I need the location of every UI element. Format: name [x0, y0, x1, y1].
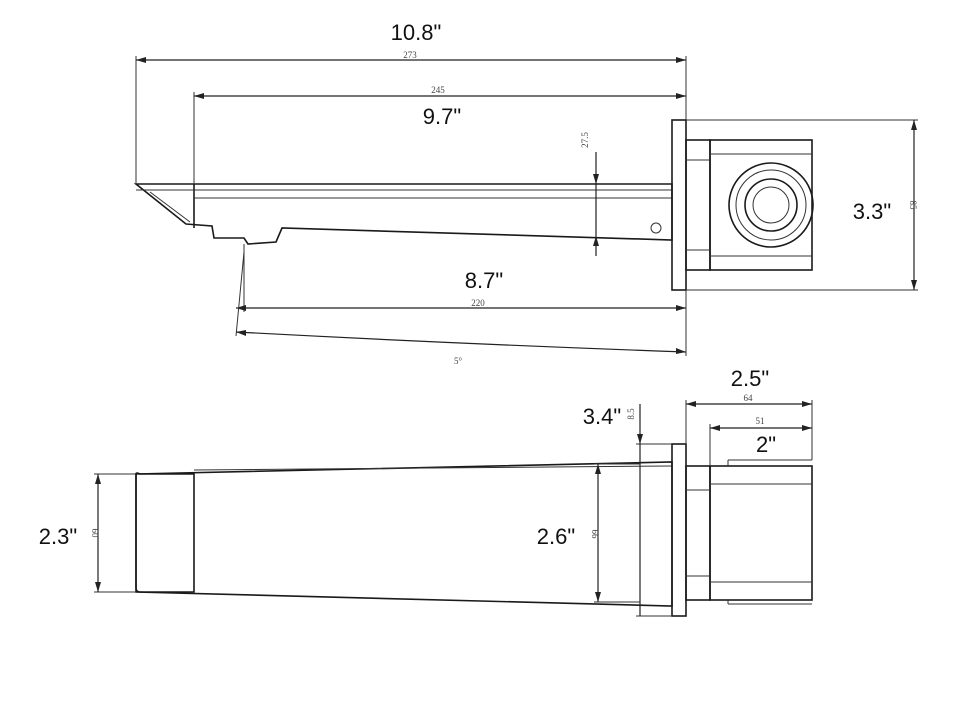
dim-label-245-mm: 245 — [431, 85, 445, 95]
arrow — [595, 464, 601, 474]
arrow — [136, 57, 146, 63]
arrow — [194, 93, 204, 99]
wall-plate — [671, 119, 687, 291]
dim-label-51-in: 2" — [756, 432, 776, 457]
dim-label-245-in: 9.7" — [423, 104, 461, 129]
arrow — [236, 305, 246, 311]
arrow — [593, 236, 599, 246]
arrow — [710, 425, 720, 431]
dim-label-27-5-mm: 27.5 — [580, 132, 590, 148]
side-body-block — [709, 465, 813, 601]
arrow — [676, 57, 686, 63]
spout-screw-hole — [650, 222, 662, 234]
knob-inner — [744, 178, 798, 232]
arrow — [676, 93, 686, 99]
dim-label-60-in: 2.3" — [39, 524, 77, 549]
arrow — [593, 174, 599, 184]
side-view: 64 2.5" 51 2" 8.5 3.4" 66 2.6" 60 2.3" — [39, 366, 813, 617]
arrow — [802, 425, 812, 431]
dim-label-273-in: 10.8" — [391, 20, 442, 45]
body-block — [709, 139, 813, 271]
knob-center — [752, 186, 790, 224]
arrow — [911, 120, 917, 130]
arrow — [595, 592, 601, 602]
spout-outline — [133, 183, 673, 245]
arrow — [676, 305, 686, 311]
arrow — [911, 280, 917, 290]
angle-ref-line — [235, 251, 245, 337]
spout-tip-bevel — [149, 191, 191, 223]
dim-label-66-mm: 66 — [590, 530, 600, 540]
dim-label-220-in: 8.7" — [465, 268, 503, 293]
arrow — [95, 474, 101, 484]
arrow — [637, 434, 643, 444]
arrow — [686, 401, 696, 407]
side-spout-tip — [135, 472, 195, 593]
dim-label-66-in: 2.6" — [537, 524, 575, 549]
dim-label-220-mm: 220 — [471, 298, 485, 308]
dim-label-8-5-in: 3.4" — [583, 404, 621, 429]
dim-label-51-mm: 51 — [756, 416, 765, 426]
dim-label-8-5-mm: 8.5 — [626, 408, 636, 420]
dim-label-64-mm: 64 — [744, 393, 754, 403]
top-view: 273 10.8" 245 9.7" 27.5 85 3.3" 220 8.7" — [133, 20, 918, 366]
side-wall-plate — [671, 443, 687, 617]
dim-label-273-mm: 273 — [403, 50, 417, 60]
knob-ring — [735, 169, 807, 241]
side-spout-inner-top — [193, 465, 673, 471]
dim-label-angle: 5° — [454, 356, 463, 366]
dim-label-64-in: 2.5" — [731, 366, 769, 391]
side-body-collar — [685, 465, 711, 601]
dim-label-60-mm: 60 — [90, 529, 100, 539]
arrow — [802, 401, 812, 407]
knob-outer — [728, 162, 814, 248]
arrow — [236, 330, 246, 336]
dim-label-85-mm: 85 — [908, 201, 918, 211]
arrow — [676, 348, 686, 354]
dim-arc-angle — [235, 331, 687, 353]
dim-label-85-in: 3.3" — [853, 199, 891, 224]
arrow — [95, 582, 101, 592]
